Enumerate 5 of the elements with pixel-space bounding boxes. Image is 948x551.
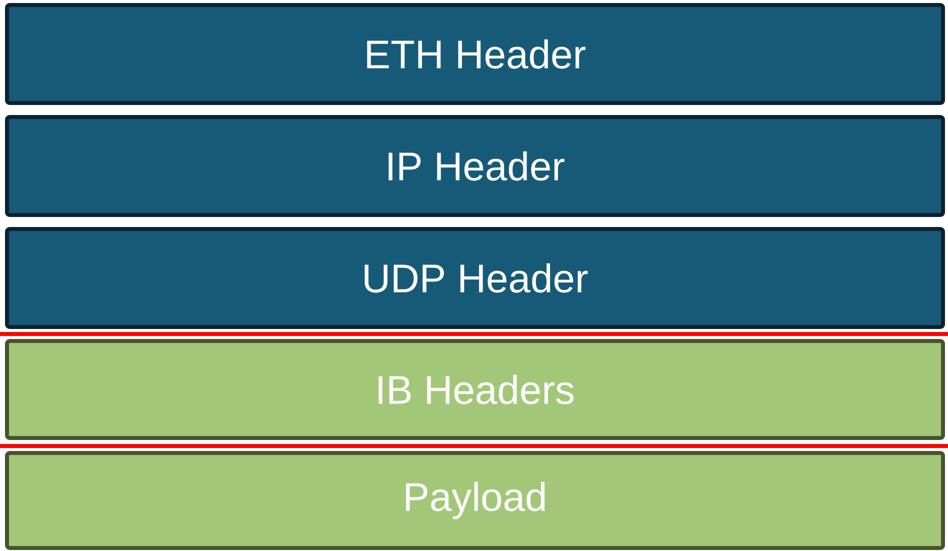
header-box: UDP Header bbox=[5, 227, 945, 329]
header-box: IP Header bbox=[5, 115, 945, 217]
content-box: Payload bbox=[5, 451, 945, 550]
content-box: IB Headers bbox=[5, 339, 945, 440]
header-box: ETH Header bbox=[5, 3, 945, 105]
